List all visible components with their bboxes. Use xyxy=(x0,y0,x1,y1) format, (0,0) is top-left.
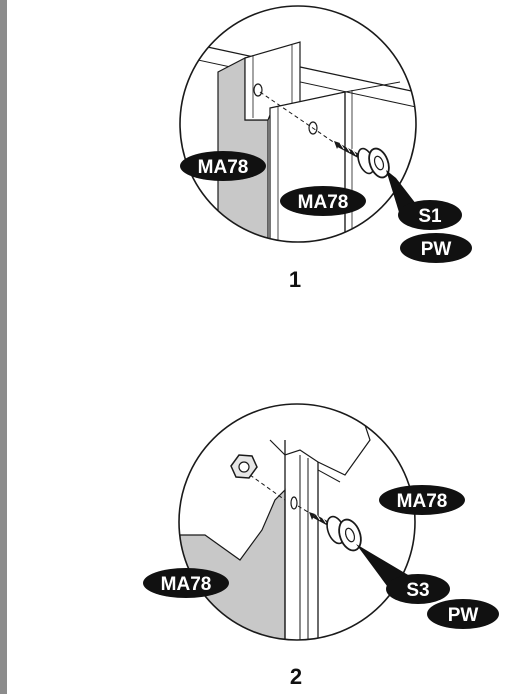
step-1-detail-circle xyxy=(179,5,417,243)
step-2-detail-circle xyxy=(178,403,416,641)
step-1-diagram: MA78 MA78 S1 PW xyxy=(179,5,472,263)
washer-icon xyxy=(357,147,390,179)
step-1-label-part-a: MA78 xyxy=(180,151,266,181)
step-2-diagram: MA78 MA78 S3 PW xyxy=(143,403,499,641)
step-2-number: 2 xyxy=(289,664,303,689)
step-1-label-washer: PW xyxy=(400,233,472,263)
washer-icon xyxy=(326,515,362,552)
svg-text:PW: PW xyxy=(421,239,452,260)
step-2-label-washer: PW xyxy=(427,599,499,629)
svg-text:S3: S3 xyxy=(406,580,429,601)
svg-text:MA78: MA78 xyxy=(161,574,212,595)
step-2-label-screw: S3 xyxy=(386,574,450,604)
svg-text:MA78: MA78 xyxy=(298,192,349,213)
step-2-label-part-a: MA78 xyxy=(143,568,229,598)
step-1-label-part-b: MA78 xyxy=(280,186,366,216)
svg-text:MA78: MA78 xyxy=(198,157,249,178)
hex-nut-icon xyxy=(230,454,258,479)
step-1-panel-front xyxy=(269,91,346,242)
step-1-label-screw: S1 xyxy=(398,200,462,230)
step-1-number: 1 xyxy=(288,267,302,292)
page-edge-bar xyxy=(0,0,7,694)
step-2-detail-view xyxy=(179,404,415,640)
svg-text:S1: S1 xyxy=(418,206,442,227)
svg-text:PW: PW xyxy=(448,605,479,626)
step-2-label-part-b: MA78 xyxy=(379,485,465,515)
step-1-detail-view xyxy=(180,6,416,242)
svg-text:MA78: MA78 xyxy=(397,491,448,512)
